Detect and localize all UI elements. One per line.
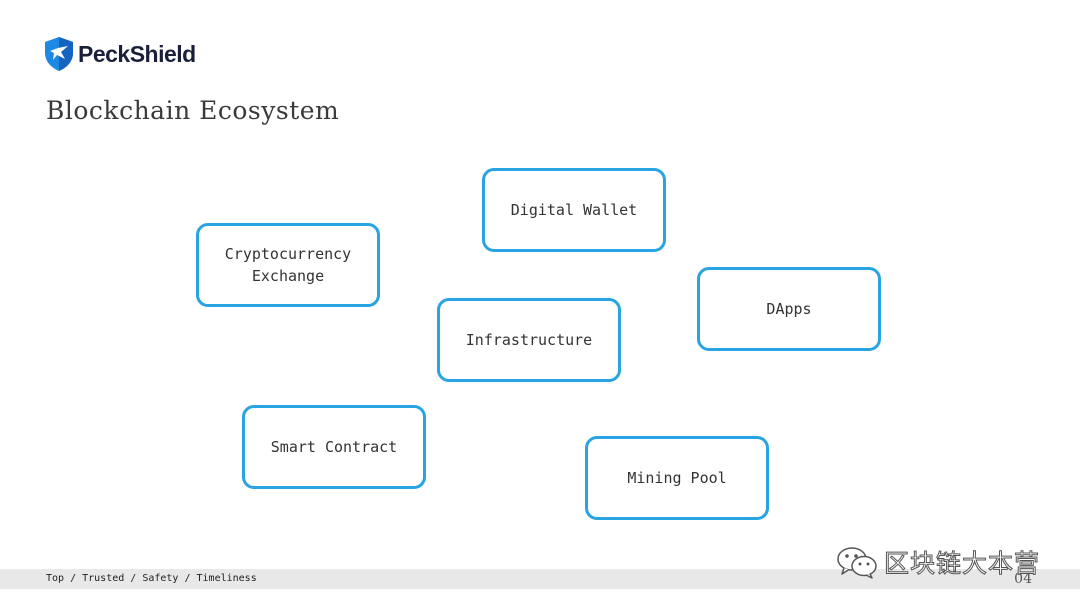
shield-bird-icon xyxy=(45,37,73,71)
footer-bar xyxy=(0,569,1080,589)
node-dapps: DApps xyxy=(697,267,881,351)
node-cryptocurrency-exchange: Cryptocurrency Exchange xyxy=(196,223,380,307)
wechat-icon xyxy=(837,547,877,579)
logo-wordmark: PeckShield xyxy=(78,40,196,67)
peckshield-logo: PeckShield xyxy=(44,36,196,72)
wechat-watermark: 区块链大本营 xyxy=(836,544,1040,580)
node-smart-contract: Smart Contract xyxy=(242,405,426,489)
page-number: 04 xyxy=(1014,571,1032,587)
footer-tagline: Top / Trusted / Safety / Timeliness xyxy=(46,573,257,584)
node-mining-pool: Mining Pool xyxy=(585,436,769,520)
page-title: Blockchain Ecosystem xyxy=(46,96,340,125)
node-digital-wallet: Digital Wallet xyxy=(482,168,666,252)
watermark-text: 区块链大本营 xyxy=(883,549,1041,579)
node-infrastructure: Infrastructure xyxy=(437,298,621,382)
